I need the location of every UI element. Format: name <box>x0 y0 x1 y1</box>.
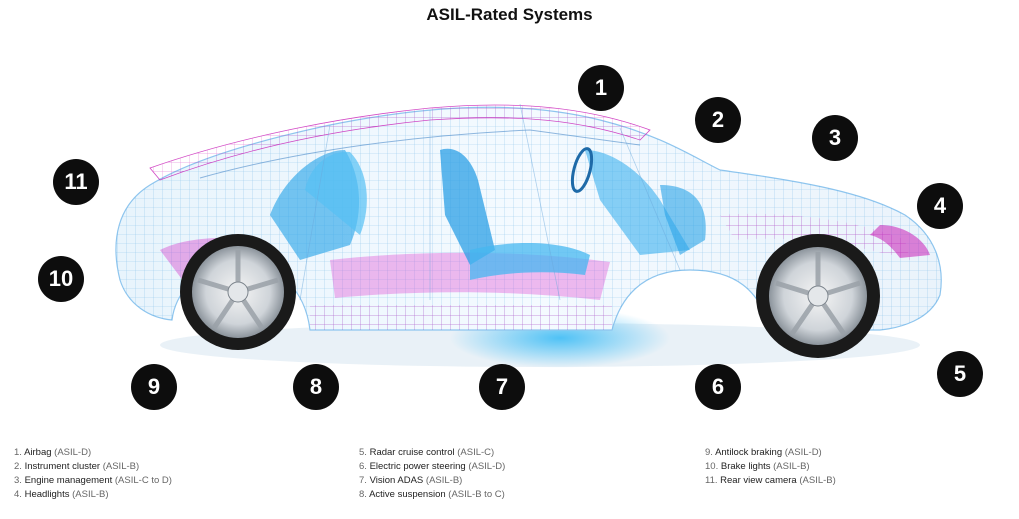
front-wheel <box>756 234 880 358</box>
legend-item: 5. Radar cruise control (ASIL-C) <box>359 447 495 458</box>
marker-6-electric-power-steering: 6 <box>695 364 741 410</box>
marker-1-airbag: 1 <box>578 65 624 111</box>
marker-2-instrument-cluster: 2 <box>695 97 741 143</box>
marker-3-engine-management: 3 <box>812 115 858 161</box>
marker-7-vision-adas: 7 <box>479 364 525 410</box>
legend-item: 8. Active suspension (ASIL-B to C) <box>359 489 505 500</box>
legend-item: 10. Brake lights (ASIL-B) <box>705 461 810 472</box>
rear-wheel <box>180 234 296 350</box>
legend-item: 4. Headlights (ASIL-B) <box>14 489 109 500</box>
marker-8-active-suspension: 8 <box>293 364 339 410</box>
legend-item: 9. Antilock braking (ASIL-D) <box>705 447 822 458</box>
legend-item: 7. Vision ADAS (ASIL-B) <box>359 475 463 486</box>
legend-column-1: 1. Airbag (ASIL-D) 2. Instrument cluster… <box>14 446 172 502</box>
legend-item: 1. Airbag (ASIL-D) <box>14 447 92 458</box>
marker-9-antilock-braking: 9 <box>131 364 177 410</box>
marker-11-rear-view-camera: 11 <box>53 159 99 205</box>
legend-item: 2. Instrument cluster (ASIL-B) <box>14 461 140 472</box>
marker-10-brake-lights: 10 <box>38 256 84 302</box>
legend-column-3: 9. Antilock braking (ASIL-D) 10. Brake l… <box>705 446 836 488</box>
legend-item: 3. Engine management (ASIL-C to D) <box>14 475 172 486</box>
legend-item: 6. Electric power steering (ASIL-D) <box>359 461 506 472</box>
legend-item: 11. Rear view camera (ASIL-B) <box>705 475 836 486</box>
legend-column-2: 5. Radar cruise control (ASIL-C) 6. Elec… <box>359 446 505 502</box>
marker-5-radar-cruise-control: 5 <box>937 351 983 397</box>
marker-4-headlights: 4 <box>917 183 963 229</box>
page-title: ASIL-Rated Systems <box>426 5 593 24</box>
